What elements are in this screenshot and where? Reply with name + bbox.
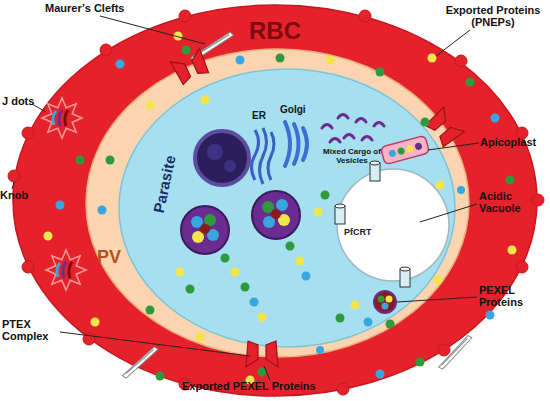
callout-label: Acidic Vacuole [479,190,549,214]
leader-lines [12,16,479,380]
cargo-vesicles [322,115,384,143]
ptex-complex [170,48,210,85]
apicoplast-organelle [380,135,429,164]
callout-label: Apicoplast [480,136,550,148]
node-label: PV [97,248,131,268]
rbc-cell: RBC PVParasitePfCRT [12,4,538,397]
pfcrt-transporter [400,267,410,287]
knob-bumps [8,10,544,395]
ellipse-outline [336,168,450,282]
callout-label: ER [252,110,276,121]
ellipse-shape [337,169,449,281]
ellipse-shape [13,5,537,396]
callout-label: Maurer’s Clefts [45,2,165,14]
callout-label: Knob [0,189,40,201]
pfcrt-transporter [335,204,345,224]
maurers-cleft [187,31,236,61]
nucleus [195,131,249,185]
callout-label: Golgi [280,104,320,115]
j-dot [46,250,86,290]
ptex-complex [424,107,464,148]
maurers-cleft [118,346,163,379]
parasitophorous-vacuole: PVParasitePfCRT [85,48,470,358]
acidic-vacuole: PfCRT [336,168,450,282]
ellipse-shape [86,49,469,357]
endoplasmic-reticulum [252,128,275,184]
j-dot [42,98,82,138]
callout-label: J dots [2,95,42,107]
protein-cluster [252,191,300,239]
callout-label: PTEX Complex [2,318,64,342]
maurers-cleft [434,334,477,370]
pfcrt-transporter [370,161,380,181]
protein-dots [44,32,517,385]
pexel-vesicle [374,291,396,313]
node-label: PfCRT [344,228,384,238]
callout-label: PEXEL Proteins [479,284,549,308]
ptex-complex [246,341,278,367]
callout-label: Exported PEXEL Proteins [182,380,372,392]
ellipse-shape [119,69,455,347]
protein-cluster [181,206,229,254]
node-label: RBC [12,18,538,44]
callout-label: Mixed Cargo of Vesicles [314,148,390,166]
golgi-stack [285,122,307,166]
callout-label: Exported Proteins (PNEPs) [438,4,548,28]
